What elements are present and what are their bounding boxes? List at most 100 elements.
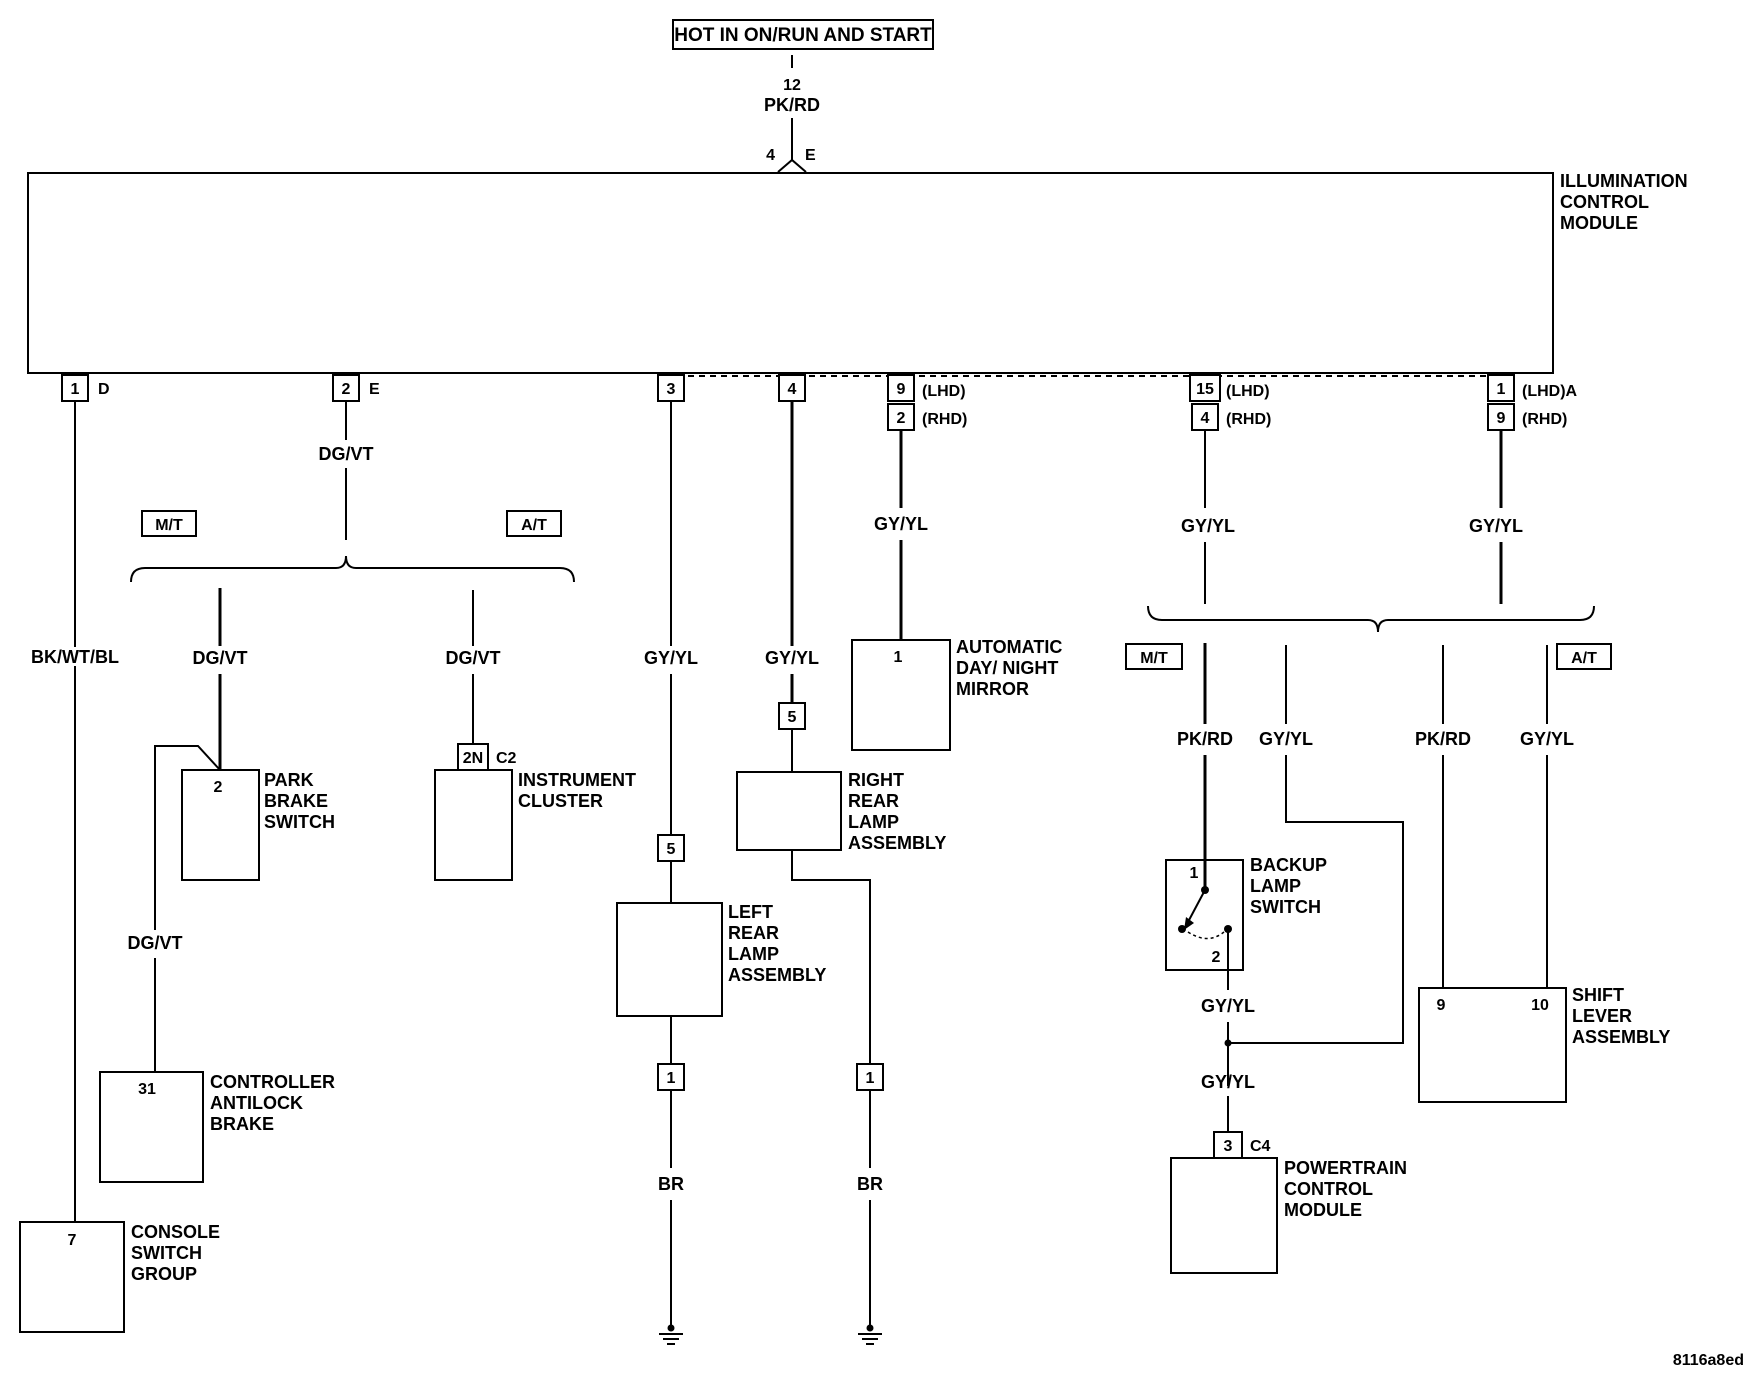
pin-2-rhd-label: (RHD)	[922, 411, 967, 428]
power-connector-pin: 4	[766, 147, 775, 164]
cluster-connector: C2	[496, 750, 517, 767]
wire-gyyl-3: GY/YL	[644, 648, 698, 668]
right-lamp-label-3: LAMP	[848, 812, 899, 832]
left-lamp-label-3: LAMP	[728, 944, 779, 964]
module-name-line1: ILLUMINATION	[1560, 171, 1688, 191]
mirror-pin: 1	[894, 649, 903, 666]
power-connector-id: E	[805, 147, 816, 164]
circuit-console: BK/WT/BL 7 CONSOLE SWITCH GROUP	[19, 401, 220, 1333]
pin-2-rhd: 2	[897, 410, 906, 427]
option-mt-left: M/T	[155, 517, 183, 534]
shift-pin-10: 10	[1531, 997, 1549, 1014]
pcm-label-2: CONTROL	[1284, 1179, 1373, 1199]
wire-pkrd-at: PK/RD	[1415, 729, 1471, 749]
pin-4-rhd: 4	[1201, 410, 1210, 427]
pcm-connector: C4	[1250, 1138, 1271, 1155]
option-mt-right: M/T	[1140, 650, 1168, 667]
pin-15: 15	[1196, 381, 1214, 398]
pin-1a: 1	[1497, 381, 1506, 398]
park-label-1: PARK	[264, 770, 314, 790]
abs-label-2: ANTILOCK	[210, 1093, 303, 1113]
pin-4-rhd-label: (RHD)	[1226, 411, 1271, 428]
wire-br-left: BR	[658, 1174, 684, 1194]
pin-1: 1	[71, 381, 80, 398]
pin-9-lhd: (LHD)	[922, 383, 966, 400]
backup-label-3: SWITCH	[1250, 897, 1321, 917]
shift-label-1: SHIFT	[1572, 985, 1624, 1005]
cluster-label-2: CLUSTER	[518, 791, 603, 811]
abs-pin: 31	[138, 1081, 156, 1098]
pcm-pin: 3	[1224, 1138, 1233, 1155]
circuit-dgvt: DG/VT M/T A/T DG/VT 2 PARK BRAKE SWITCH …	[99, 401, 636, 1183]
park-label-3: SWITCH	[264, 812, 335, 832]
diagram-code: 8116a8ed	[1673, 1352, 1744, 1369]
pin-3: 3	[667, 381, 676, 398]
module-name-line3: MODULE	[1560, 213, 1638, 233]
pin-2-connector: E	[369, 381, 380, 398]
pin-9: 9	[897, 381, 906, 398]
pin-1a-lhd: (LHD)A	[1522, 383, 1578, 400]
illumination-control-module: ILLUMINATION CONTROL MODULE	[27, 171, 1688, 377]
shift-label-2: LEVER	[1572, 1006, 1632, 1026]
right-lamp-pin-bottom: 1	[866, 1070, 875, 1087]
wire-gyyl-15: GY/YL	[1181, 516, 1235, 536]
park-label-2: BRAKE	[264, 791, 328, 811]
wire-br-right: BR	[857, 1174, 883, 1194]
left-lamp-label-4: ASSEMBLY	[728, 965, 826, 985]
module-pins: 1 D 2 E 3 4 9 (LHD) 2 (RHD) 15 (LHD) 4 (…	[61, 374, 1578, 431]
power-pin: 12	[783, 77, 801, 94]
left-lamp-label-1: LEFT	[728, 902, 773, 922]
wire-dgvt-at: DG/VT	[445, 648, 500, 668]
wire-dgvt-abs: DG/VT	[127, 933, 182, 953]
pcm-label-3: MODULE	[1284, 1200, 1362, 1220]
pin-9-rhd: 9	[1497, 410, 1506, 427]
wire-dgvt-mt: DG/VT	[192, 648, 247, 668]
right-lamp-label-4: ASSEMBLY	[848, 833, 946, 853]
mirror-label-1: AUTOMATIC	[956, 637, 1062, 657]
console-label-1: CONSOLE	[131, 1222, 220, 1242]
shift-label-3: ASSEMBLY	[1572, 1027, 1670, 1047]
mirror-label-2: DAY/ NIGHT	[956, 658, 1058, 678]
wire-gyyl-mt: GY/YL	[1259, 729, 1313, 749]
circuit-transmission: GY/YL GY/YL M/T A/T PK/RD 1 2 BACKUP LAM…	[1125, 430, 1670, 1274]
abs-label-1: CONTROLLER	[210, 1072, 335, 1092]
backup-label-1: BACKUP	[1250, 855, 1327, 875]
console-pin: 7	[68, 1232, 77, 1249]
option-at-right: A/T	[1571, 650, 1597, 667]
left-lamp-pin-bottom: 1	[667, 1070, 676, 1087]
wire-bkwtbl: BK/WT/BL	[31, 647, 119, 667]
console-label-3: GROUP	[131, 1264, 197, 1284]
right-lamp-label-2: REAR	[848, 791, 899, 811]
cluster-label-1: INSTRUMENT	[518, 770, 636, 790]
pin-4: 4	[788, 381, 797, 398]
power-wire-label: PK/RD	[764, 95, 820, 115]
backup-pin-1: 1	[1190, 865, 1199, 882]
console-label-2: SWITCH	[131, 1243, 202, 1263]
right-lamp-label-1: RIGHT	[848, 770, 904, 790]
power-source: HOT IN ON/RUN AND START 12 PK/RD 4 E	[672, 19, 934, 173]
shift-pin-9: 9	[1437, 997, 1446, 1014]
cluster-pin: 2N	[463, 750, 483, 767]
wire-gyyl-bls: GY/YL	[1201, 996, 1255, 1016]
backup-label-2: LAMP	[1250, 876, 1301, 896]
wire-gyyl-at: GY/YL	[1520, 729, 1574, 749]
wire-gyyl-9: GY/YL	[874, 514, 928, 534]
module-name-line2: CONTROL	[1560, 192, 1649, 212]
circuit-mirror: GY/YL 1 AUTOMATIC DAY/ NIGHT MIRROR	[851, 430, 1062, 751]
park-brake-pin: 2	[214, 779, 223, 796]
power-label: HOT IN ON/RUN AND START	[674, 25, 932, 46]
pcm-label-1: POWERTRAIN	[1284, 1158, 1407, 1178]
wire-gyyl-4: GY/YL	[765, 648, 819, 668]
wire-gyyl-pcm: GY/YL	[1201, 1072, 1255, 1092]
wire-pkrd-mt: PK/RD	[1177, 729, 1233, 749]
pin-2: 2	[342, 381, 351, 398]
circuit-right-lamp: GY/YL 5 RIGHT REAR LAMP ASSEMBLY 1 BR	[736, 401, 946, 1345]
wire-gyyl-a: GY/YL	[1469, 516, 1523, 536]
wire-dgvt-top: DG/VT	[318, 444, 373, 464]
backup-pin-2: 2	[1212, 949, 1221, 966]
left-lamp-pin-top: 5	[667, 841, 676, 858]
pin-15-lhd: (LHD)	[1226, 383, 1270, 400]
mirror-label-3: MIRROR	[956, 679, 1029, 699]
circuit-left-lamp: GY/YL 5 LEFT REAR LAMP ASSEMBLY 1 BR	[616, 401, 826, 1345]
